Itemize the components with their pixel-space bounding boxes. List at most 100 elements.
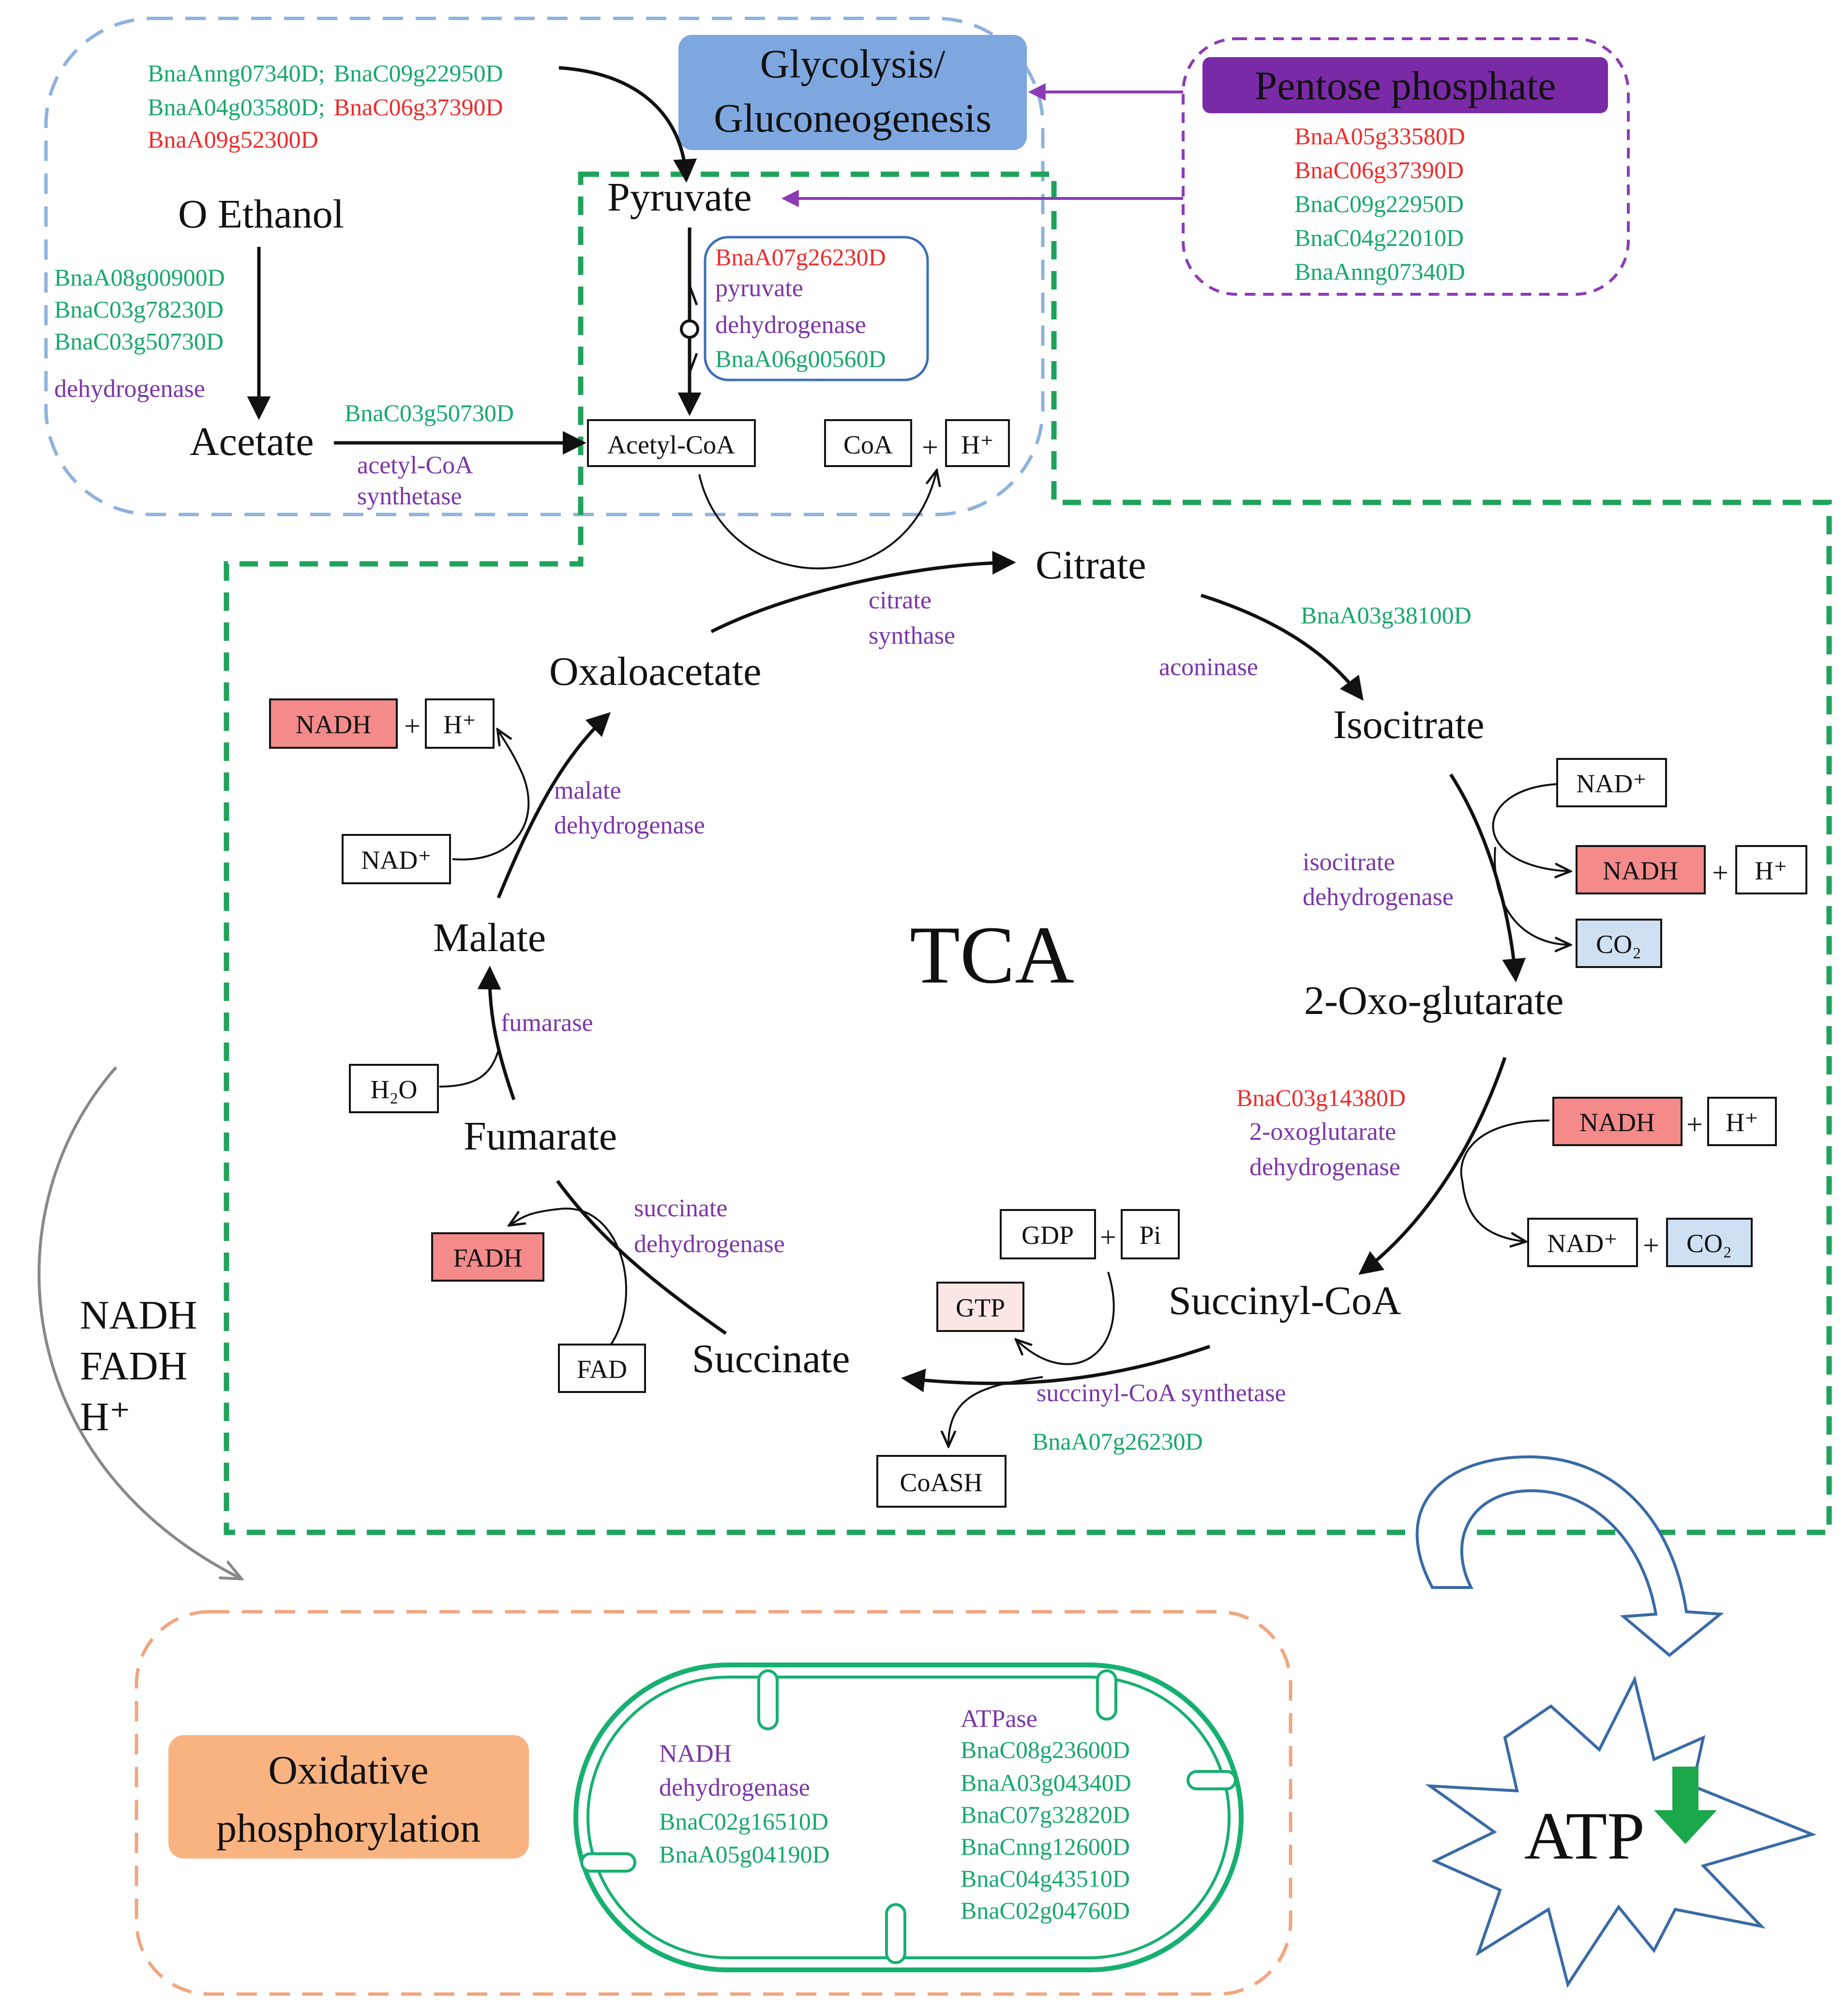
gdp-box	[1000, 1209, 1096, 1259]
enzyme-ogdh-line2: dehydrogenase	[1249, 1153, 1400, 1181]
mitochondrion-outline	[573, 1663, 1244, 1972]
pentose-box	[1202, 57, 1608, 113]
mitochondrion-crista-top-left	[757, 1669, 779, 1730]
cofactor-nadh-mdh: NADH	[296, 710, 371, 739]
cofactor-fad: FAD	[577, 1355, 627, 1384]
enzyme-atpase: ATPase	[961, 1705, 1037, 1733]
svg-text:BnaA04g03580D;BnaC06g37390D: BnaA04g03580D;BnaC06g37390D	[148, 93, 503, 121]
gene-bnaa05g04190d: BnaA05g04190D	[659, 1841, 830, 1868]
cofactor-coa: CoA	[843, 430, 893, 459]
tca-label: TCA	[910, 909, 1074, 1000]
glycolysis-label-line1: Glycolysis/	[760, 42, 946, 87]
metabolite-oxoglutarate: 2-Oxo-glutarate	[1304, 978, 1563, 1023]
side-label-nadh: NADH	[80, 1293, 197, 1338]
arrow-succinate-to-fumarate	[556, 1180, 727, 1335]
nadh-box-ogdh	[1552, 1097, 1683, 1146]
plus-icdh: +	[1712, 857, 1728, 889]
arrow-to-oxphos	[37, 1066, 240, 1578]
enzyme-acs-line2: synthetase	[357, 483, 462, 510]
arrow-nad-to-nadh-icdh	[1492, 783, 1569, 871]
metabolite-oxaloacetate: Oxaloacetate	[549, 649, 761, 694]
gene-bnaanng07340d-pp: BnaAnng07340D	[1294, 258, 1465, 285]
enzyme-fumarase: fumarase	[501, 1009, 593, 1037]
fadh-box	[431, 1232, 544, 1282]
atp-burst	[1425, 1675, 1817, 1988]
side-label-fadh: FADH	[80, 1344, 187, 1389]
metabolite-isocitrate: Isocitrate	[1333, 702, 1485, 747]
arrow-succinylcoa-to-succinate	[901, 1345, 1211, 1392]
cofactor-nad-mdh: NAD⁺	[361, 846, 432, 875]
cofactor-nad-ogdh: NAD⁺	[1547, 1229, 1618, 1258]
enzyme-nadh-dh-line2: dehydrogenase	[659, 1774, 810, 1801]
cofactor-h-mdh: H⁺	[443, 710, 476, 739]
cofactor-pi: Pi	[1139, 1221, 1161, 1250]
arrow-citrate-to-isocitrate	[1200, 593, 1364, 701]
enzyme-citrate-synthase-line2: synthase	[869, 622, 955, 650]
gene-bnac02g04760d: BnaC02g04760D	[961, 1897, 1130, 1924]
arrow-to-co2-icdh	[1494, 847, 1569, 945]
arrow-fad-to-fadh	[511, 1207, 628, 1356]
enzyme-ogdh-line1: 2-oxoglutarate	[1249, 1118, 1396, 1146]
gene-bnac09g22950d: BnaC09g22950D	[334, 60, 503, 87]
arrow-glycolysis-to-pyruvate	[558, 66, 697, 183]
mitochondrion-inner-outline	[586, 1676, 1231, 1959]
nad-box-mdh	[342, 834, 451, 884]
pdh-gene-box	[704, 236, 929, 381]
gene-bnac03g50730d: BnaC03g50730D	[54, 328, 224, 355]
pentose-label: Pentose phosphate	[1255, 63, 1556, 108]
gene-bnac07g32820d: BnaC07g32820D	[961, 1801, 1130, 1828]
h-box-mdh	[425, 698, 495, 749]
h2o-box	[349, 1064, 439, 1113]
cofactor-nadh-icdh: NADH	[1603, 856, 1678, 885]
enzyme-nadh-dh-line1: NADH	[659, 1740, 732, 1768]
arrow-fumarate-to-malate	[477, 966, 516, 1101]
coash-box	[876, 1455, 1007, 1508]
gene-bnaa07g26230d-pdh: BnaA07g26230D	[715, 243, 886, 271]
cofactor-h-ogdh: H⁺	[1726, 1108, 1758, 1137]
gene-bnaa04g03580d: BnaA04g03580D;	[148, 93, 325, 121]
co2-box-ogdh	[1666, 1218, 1753, 1267]
h-box-coa	[945, 419, 1010, 467]
cofactor-co2-ogdh: CO₂	[1686, 1229, 1732, 1258]
cofactor-h-icdh: H⁺	[1755, 856, 1788, 885]
acetylcoa-box	[587, 419, 756, 467]
enzyme-pdh-line1: pyruvate	[715, 274, 803, 302]
arrow-oxaloacetate-to-citrate	[710, 551, 1016, 634]
arrow-h2o-fumarase	[439, 1050, 499, 1088]
pdh-side-tick	[688, 285, 698, 373]
atp-label: ATP	[1524, 1799, 1645, 1874]
oxphos-label-line2: phosphorylation	[216, 1806, 481, 1851]
gene-bnac03g14380d: BnaC03g14380D	[1236, 1084, 1406, 1111]
glycolysis-box	[678, 35, 1027, 150]
arrow-nadh-ogdh	[1460, 1119, 1550, 1181]
metabolite-fumarate: Fumarate	[464, 1114, 617, 1159]
gene-bnaa07g26230d-scs: BnaA07g26230D	[1032, 1428, 1203, 1455]
arrow-to-coash	[948, 1376, 1043, 1445]
plus-coa-h: +	[922, 431, 938, 463]
gene-bnac03g50730d-acs: BnaC03g50730D	[345, 399, 514, 426]
metabolite-acetate: Acetate	[190, 419, 314, 464]
enzyme-icdh-line2: dehydrogenase	[1303, 883, 1454, 911]
cofactor-h-coa: H⁺	[961, 430, 994, 459]
mitochondrion-crista-top-right	[1096, 1669, 1117, 1721]
enzyme-acs-line1: acetyl-CoA	[357, 452, 473, 479]
gene-bnac06g37390d-pp: BnaC06g37390D	[1294, 156, 1464, 183]
gene-bnaa06g00560d: BnaA06g00560D	[715, 345, 886, 372]
metabolite-succinate: Succinate	[692, 1336, 850, 1381]
metabolite-succinyl-coa: Succinyl-CoA	[1169, 1278, 1401, 1323]
oxphos-label-line1: Oxidative	[268, 1748, 428, 1793]
enzyme-mdh-line2: dehydrogenase	[554, 812, 705, 839]
enzyme-sdh-line2: dehydrogenase	[634, 1230, 785, 1258]
gene-bnac04g43510d: BnaC04g43510D	[961, 1865, 1130, 1892]
h-box-icdh	[1735, 845, 1807, 894]
atp-curved-arrow	[1415, 1455, 1724, 1657]
nad-box-ogdh	[1527, 1218, 1638, 1267]
oxphos-box	[168, 1735, 529, 1859]
enzyme-succinyl-coa-synthetase: succinyl-CoA synthetase	[1037, 1379, 1286, 1407]
mitochondrion-crista-left	[580, 1852, 636, 1873]
side-label-h: H⁺	[80, 1394, 131, 1439]
cofactor-gdp: GDP	[1022, 1221, 1074, 1250]
h-box-ogdh	[1707, 1097, 1777, 1146]
mitochondrion-crista-bottom	[885, 1903, 906, 1964]
